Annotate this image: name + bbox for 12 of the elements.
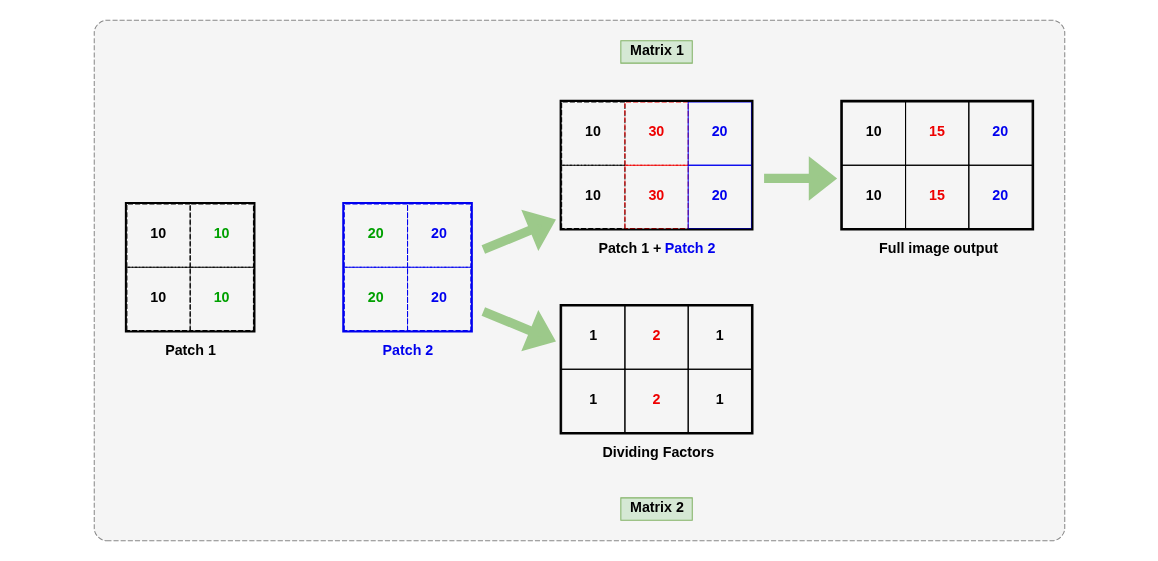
node-label: Patch 2 bbox=[664, 240, 715, 257]
node-label: Dividing Factors bbox=[601, 444, 714, 461]
node-label: Patch 1 bbox=[164, 342, 216, 359]
node-box: Matrix 2 bbox=[619, 497, 693, 521]
arrow bbox=[481, 307, 556, 352]
node-label: Patch 1 + bbox=[597, 240, 661, 257]
cluster bbox=[93, 19, 1065, 542]
node-label: Patch 2 bbox=[382, 342, 433, 359]
node-box: Matrix 1 bbox=[619, 40, 693, 64]
arrow bbox=[763, 156, 837, 201]
arrow bbox=[481, 209, 556, 254]
node-label: Full image output bbox=[878, 240, 998, 257]
